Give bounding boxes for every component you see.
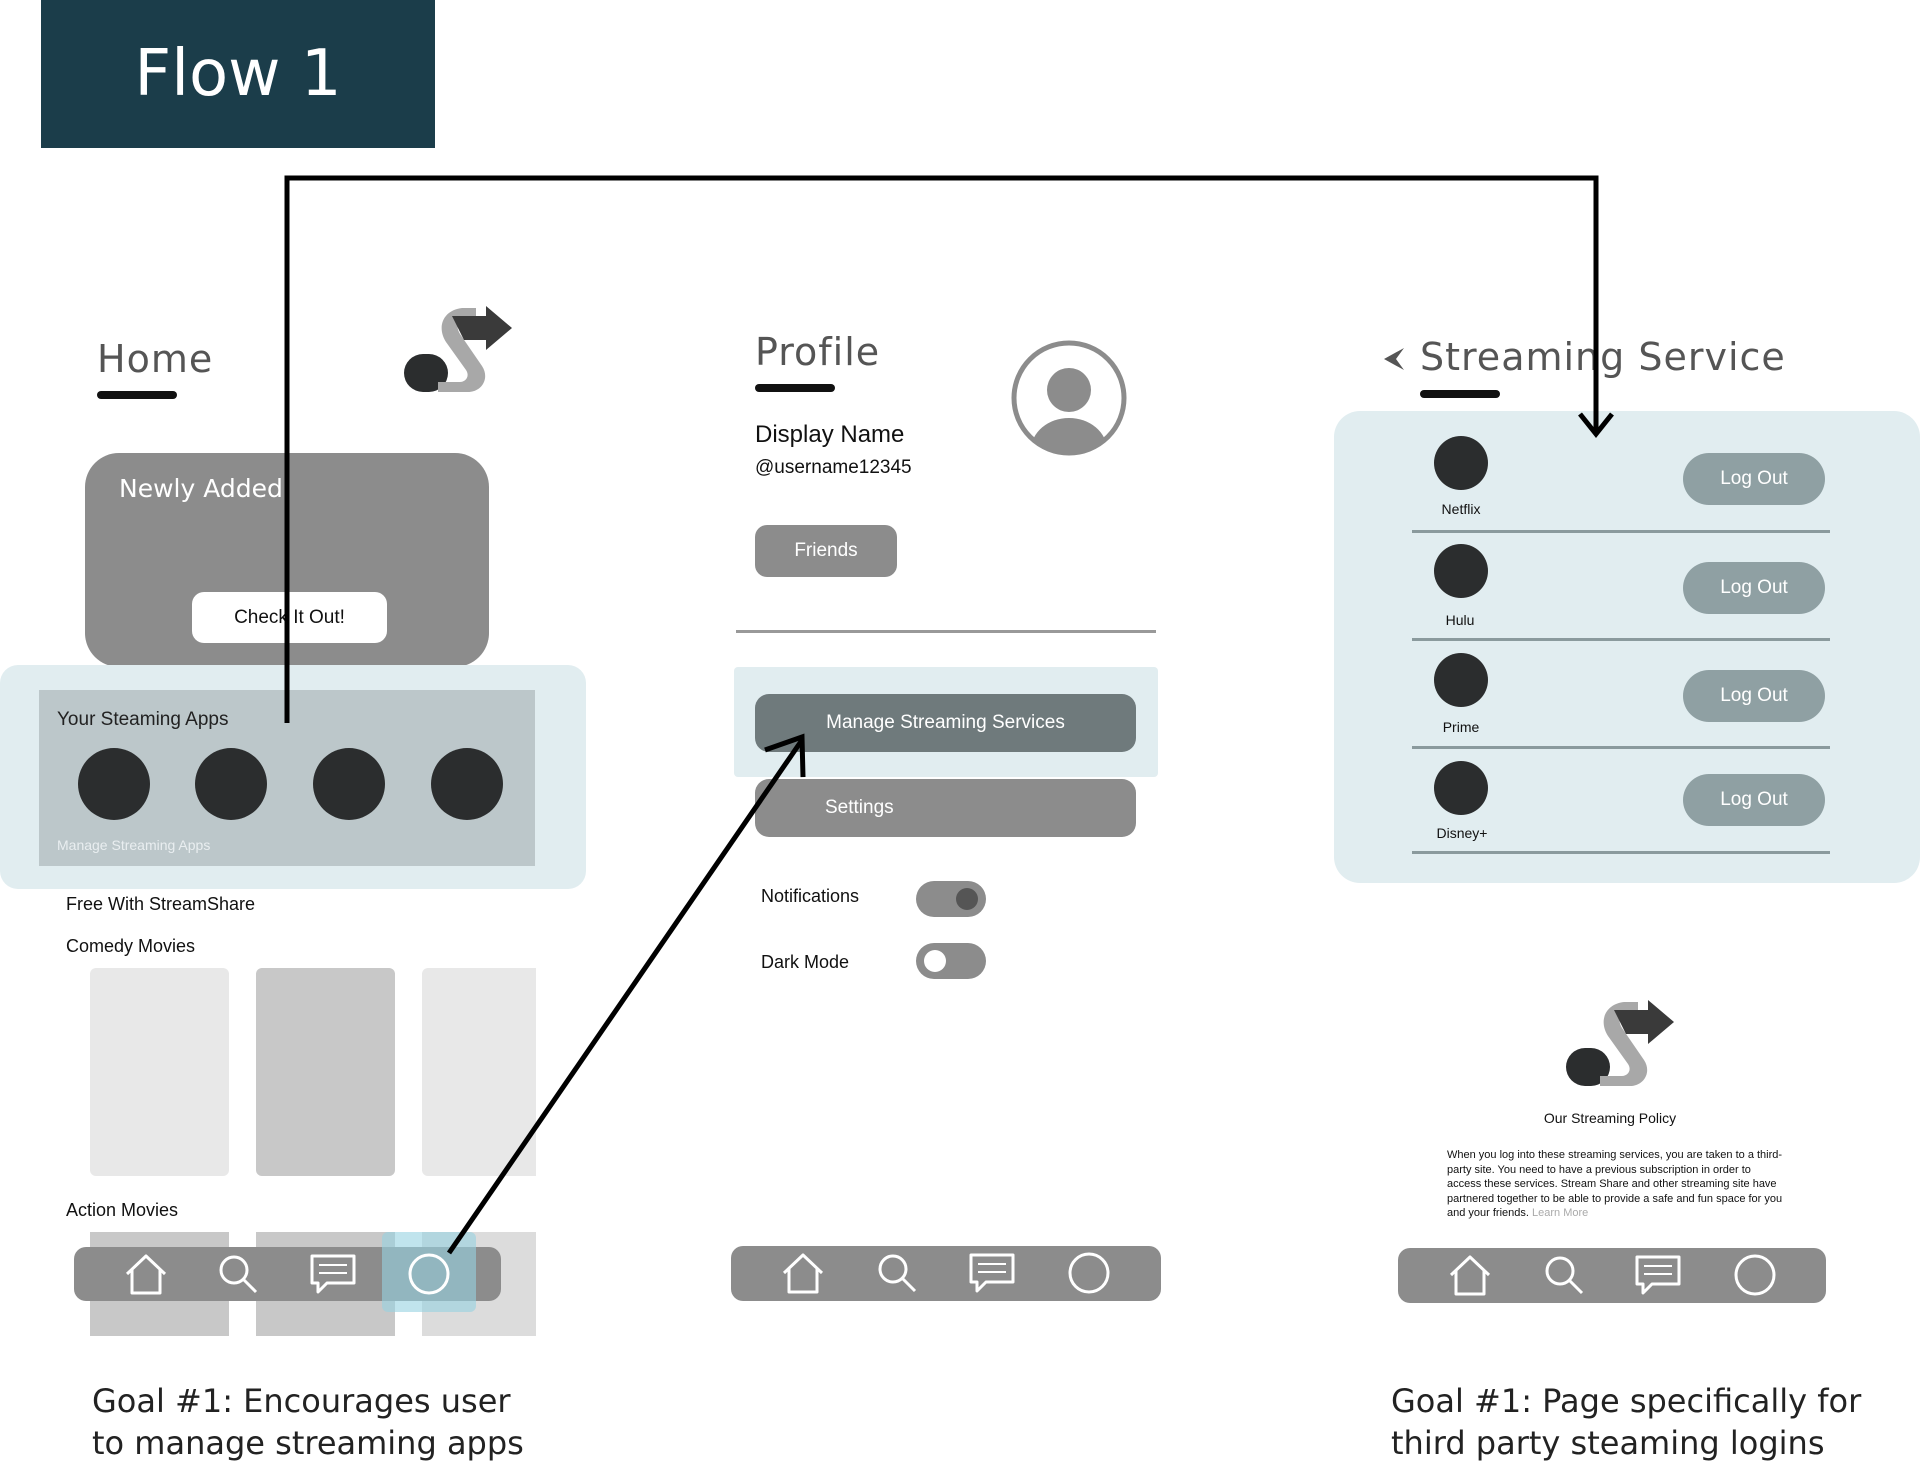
log-out-button[interactable]: Log Out [1683,562,1825,614]
policy-text: When you log into these streaming servic… [1447,1148,1787,1221]
home-title-underline [97,391,177,399]
log-out-button[interactable]: Log Out [1683,670,1825,722]
profile-divider [736,630,1156,633]
search-icon[interactable] [876,1252,918,1294]
chat-icon[interactable] [1634,1254,1682,1296]
search-icon[interactable] [1543,1254,1585,1296]
profile-icon[interactable] [1734,1254,1776,1296]
action-movies-label: Action Movies [66,1200,179,1220]
toggle-knob [956,888,978,910]
policy-title: Our Streaming Policy [1543,1110,1677,1126]
goal-left-line: to manage streaming apps [92,1424,524,1462]
streaming-app-icon[interactable] [195,748,267,820]
chat-icon[interactable] [968,1252,1016,1294]
free-with-streamshare-label: Free With StreamShare [66,894,256,914]
streamshare-logo [402,306,518,407]
home-icon[interactable] [1447,1253,1493,1297]
notifications-toggle[interactable] [916,881,986,917]
username: @username12345 [755,457,912,478]
profile-icon[interactable] [408,1253,450,1295]
service-name: Disney+ [1436,825,1488,841]
streaming-service-title: Streaming Service [1420,335,1786,379]
dark-mode-label: Dark Mode [761,952,850,972]
goal-right: Goal #1: Page specifically for third par… [1391,1380,1861,1464]
user-avatar-icon[interactable] [1009,338,1129,463]
flow-title: Flow 1 [41,0,435,148]
manage-streaming-services-button[interactable]: Manage Streaming Services [755,694,1136,752]
log-out-button[interactable]: Log Out [1683,774,1825,826]
chat-icon[interactable] [309,1253,357,1295]
service-logo [1434,436,1488,490]
streaming-title-underline [1420,390,1500,398]
learn-more-link[interactable]: Learn More [1532,1207,1589,1219]
highlight-streaming-list [1334,411,1920,883]
comedy-movie-card[interactable] [256,968,395,1176]
service-name: Netflix [1441,501,1481,517]
service-name: Hulu [1445,612,1475,628]
logo-icon [1566,1000,1674,1086]
home-icon[interactable] [123,1252,169,1296]
service-logo [1434,544,1488,598]
dark-mode-toggle[interactable] [916,943,986,979]
streaming-app-icon[interactable] [78,748,150,820]
manage-streaming-apps-link[interactable]: Manage Streaming Apps [57,837,211,853]
newly-added-title: Newly Added [119,474,283,503]
service-divider [1412,746,1830,749]
streaming-app-icon[interactable] [313,748,385,820]
toggle-knob [924,950,946,972]
service-logo [1434,653,1488,707]
friends-button[interactable]: Friends [755,525,897,577]
streaming-app-icon[interactable] [431,748,503,820]
log-out-button[interactable]: Log Out [1683,453,1825,505]
comedy-movie-card[interactable] [422,968,536,1176]
service-logo [1434,761,1488,815]
service-name: Prime [1442,719,1480,735]
goal-left: Goal #1: Encourages user to manage strea… [92,1380,524,1464]
service-divider [1412,638,1830,641]
comedy-movies-label: Comedy Movies [66,936,196,956]
profile-title-underline [755,384,835,392]
search-icon[interactable] [217,1253,259,1295]
chevron-left-icon[interactable] [1378,344,1408,379]
display-name: Display Name [755,421,905,448]
home-title: Home [97,337,214,381]
goal-right-line: third party steaming logins [1391,1424,1825,1462]
service-divider [1412,530,1830,533]
check-it-out-button[interactable]: Check It Out! [192,592,387,643]
service-divider [1412,851,1830,854]
streaming-apps-title: Your Steaming Apps [57,709,229,730]
home-icon[interactable] [780,1251,826,1295]
profile-icon[interactable] [1068,1252,1110,1294]
settings-button[interactable]: Settings [755,779,1136,837]
profile-title: Profile [755,330,881,374]
goal-right-line: Goal #1: Page specifically for [1391,1382,1862,1420]
logo-icon [404,306,512,392]
goal-left-line: Goal #1: Encourages user [92,1382,511,1420]
policy-body: When you log into these streaming servic… [1447,1149,1783,1219]
notifications-label: Notifications [761,886,860,906]
streamshare-logo [1564,1000,1680,1101]
comedy-movie-card[interactable] [90,968,229,1176]
